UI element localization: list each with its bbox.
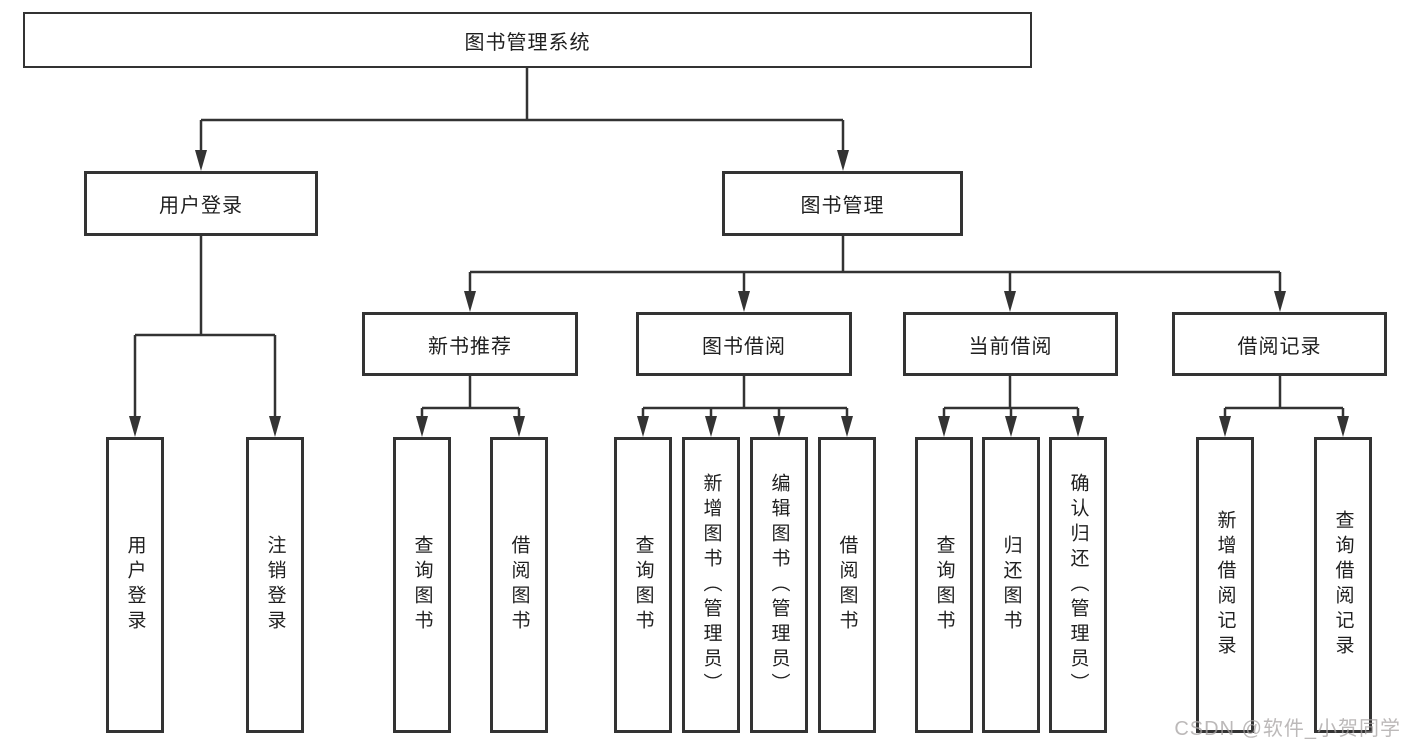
leaf-query-books-2: 查询图书 — [614, 437, 672, 733]
leaf-add-books-admin: 新增图书（管理员） — [682, 437, 740, 733]
leaf-confirm-return-admin: 确认归还（管理员） — [1049, 437, 1107, 733]
node-current-borrowing: 当前借阅 — [903, 312, 1118, 376]
leaf-query-books: 查询图书 — [393, 437, 451, 733]
arrow-heads — [129, 150, 1349, 437]
leaf-user-login: 用户登录 — [106, 437, 164, 733]
csdn-watermark: CSDN @软件_小贺同学 — [1174, 718, 1401, 740]
node-book-borrowing: 图书借阅 — [636, 312, 852, 376]
leaf-query-books-3: 查询图书 — [915, 437, 973, 733]
leaf-borrow-books: 借阅图书 — [490, 437, 548, 733]
leaf-logout: 注销登录 — [246, 437, 304, 733]
leaf-edit-books-admin: 编辑图书（管理员） — [750, 437, 808, 733]
node-library-management-system: 图书管理系统 — [23, 12, 1032, 68]
leaf-return-books: 归还图书 — [982, 437, 1040, 733]
node-new-book-recommendation: 新书推荐 — [362, 312, 578, 376]
leaf-borrow-books-2: 借阅图书 — [818, 437, 876, 733]
node-borrowing-records: 借阅记录 — [1172, 312, 1387, 376]
leaf-query-borrow-record: 查询借阅记录 — [1314, 437, 1372, 733]
leaf-add-borrow-record: 新增借阅记录 — [1196, 437, 1254, 733]
node-book-management: 图书管理 — [722, 171, 963, 236]
node-user-login: 用户登录 — [84, 171, 318, 236]
